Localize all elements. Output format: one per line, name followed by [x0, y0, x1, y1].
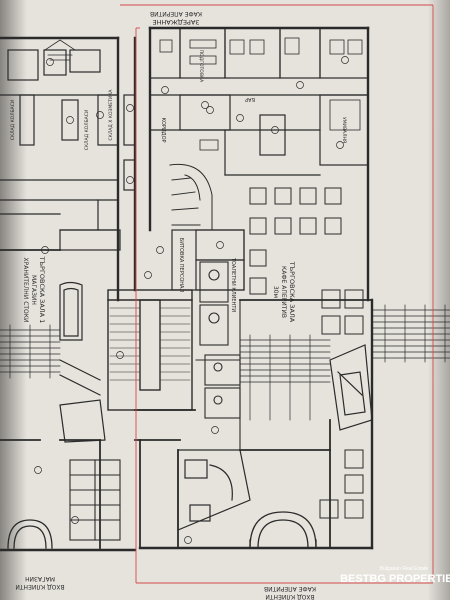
balcony-center: [239, 334, 331, 421]
wc-clients-label: ТОАЛЕТНИ КЛИЕНТИ: [230, 257, 236, 312]
cafe-upper-rooms: [149, 27, 369, 291]
watermark-sub: Bulgarian Real Estate: [380, 566, 429, 572]
balcony-left: [0, 324, 61, 379]
entry-right-sub-label: КАФЕ АПЕРИТИВ: [264, 585, 316, 592]
red-frame: [120, 4, 434, 584]
left-bay: [59, 281, 106, 443]
entrance-arch-right: [249, 511, 317, 549]
top-label: ЗАРЕДЖАННЕ: [152, 18, 199, 26]
entry-right-label: ВХОД КЛИЕНТИ: [265, 593, 314, 600]
storage-label-2: СКЛАД КОЛБАСИ: [84, 110, 90, 151]
bar-label: БАР: [245, 96, 255, 102]
shop-lower-left: [69, 459, 121, 541]
kitchen-fixtures: [159, 37, 363, 151]
balcony-right: [371, 304, 450, 363]
cafe-hall-sub-label: КАФЕ АПЕРИТИВ: [280, 266, 287, 318]
stair-upper-left: [44, 39, 76, 61]
shop-hall-label: ТЪРГОВСКА ЗАЛА 1: [38, 256, 46, 324]
storage-label-3: СКЛАД Х КОЗМЕТИКА: [108, 89, 114, 141]
prep-label: ПОДГОТОВКА: [198, 50, 204, 83]
cafe-hall-label: ТЪРГОВСКА ЗАЛА: [288, 261, 296, 323]
cafe-hall-area-label: 30м: [272, 286, 279, 298]
stair-treads: [109, 307, 191, 381]
entry-left-label: ВХОД КЛИЕНТИ: [15, 583, 64, 590]
top-label-sub: КАФЕ АПЕРИТИВ: [150, 10, 202, 17]
watermark-brand: BESTBG PROPERTIES: [340, 573, 450, 585]
corridor-label: КОРИДОР: [160, 117, 166, 142]
entrance-arch-left: [7, 519, 53, 549]
shop-hall-sub2-label: ХРАНИТЕЛНИ СТОКИ: [22, 257, 29, 322]
washroom-label: УМИВАЛНЯ: [341, 117, 347, 143]
entry-left-sub-label: МАГАЗИН: [25, 575, 55, 582]
toilet-block: [195, 261, 241, 451]
interior-walls: [0, 249, 373, 549]
watermark: Bulgarian Real Estate BESTBG PROPERTIES: [340, 566, 450, 585]
cafe-tables: [249, 187, 364, 519]
shop-hall-sub-label: МАГАЗИН: [30, 275, 37, 305]
staff-room-label: БИТОВКА ПЕРСОНАЛ: [178, 238, 184, 293]
storage-label-1: СКЛАД КОЛБАСИ: [10, 100, 16, 141]
left-rooms: [0, 49, 136, 251]
right-bay: [329, 344, 373, 431]
annotation-markers: [34, 56, 349, 544]
spiral-stair: [169, 163, 213, 231]
